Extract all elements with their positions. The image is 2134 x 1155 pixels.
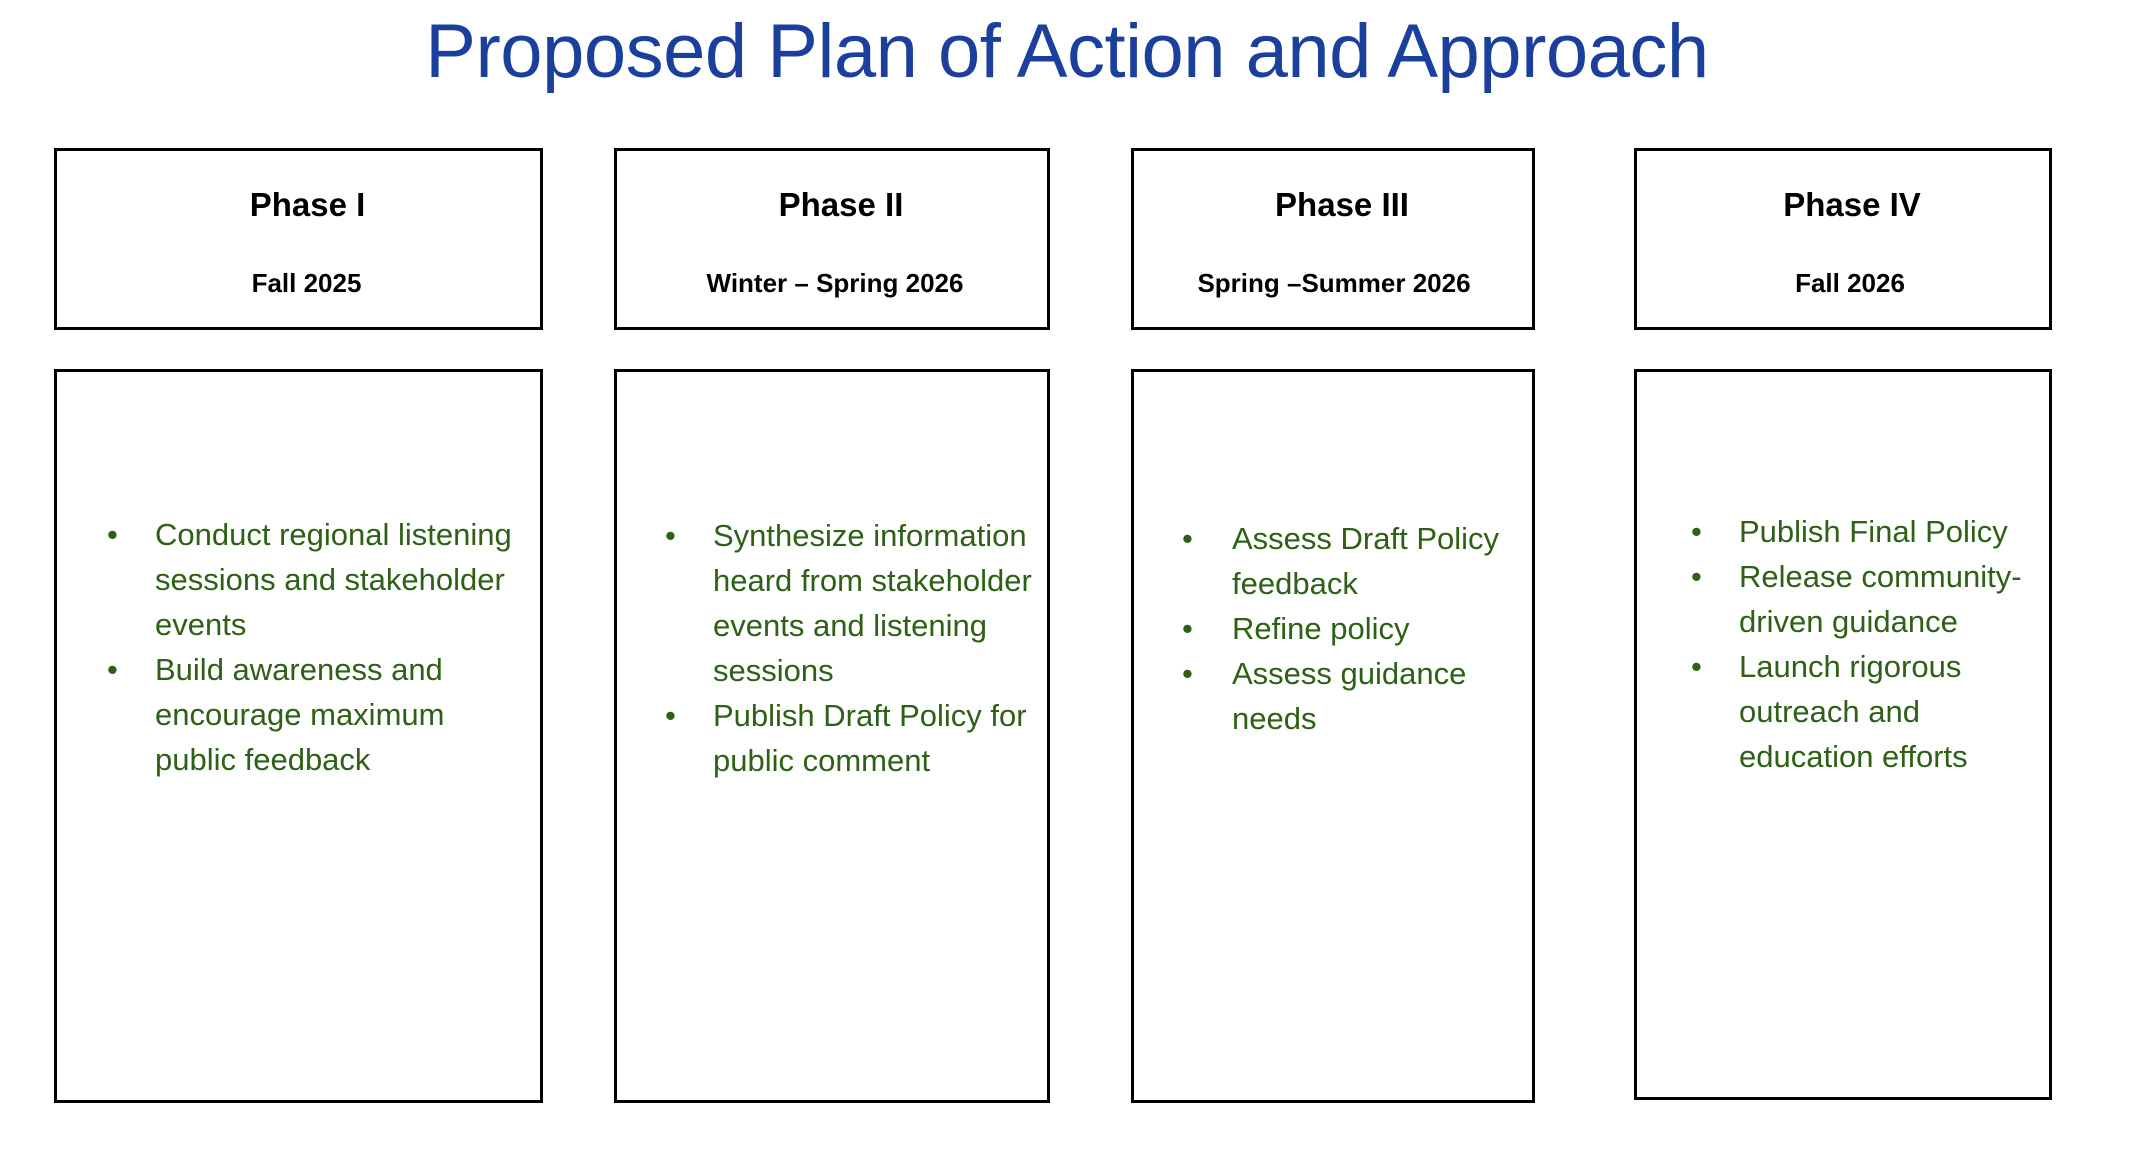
bullet-icon: • [1691, 649, 1702, 684]
phase-name-2: Phase II [778, 186, 904, 223]
bullet-icon: • [1182, 611, 1193, 646]
bullet-icon: • [665, 518, 676, 553]
list-item: • Publish Draft Policy for public commen… [623, 693, 1033, 783]
list-item-text: Assess Draft Policy feedback [1232, 521, 1500, 601]
phase-date-1: Fall 2025 [251, 268, 362, 298]
list-item-text: Release community-driven guidance [1739, 559, 2022, 639]
phase-bullet-list-2: • Synthesize information heard from stak… [617, 513, 1047, 783]
bullet-icon: • [1691, 514, 1702, 549]
list-item: • Assess guidance needs [1140, 651, 1518, 741]
list-item: • Refine policy [1140, 606, 1518, 651]
phase-body-box-4: • Publish Final Policy • Release communi… [1634, 369, 2052, 1100]
bullet-icon: • [1182, 656, 1193, 691]
phase-column-1: Phase I Fall 2025 • Conduct regional lis… [54, 0, 543, 1155]
list-item-text: Publish Draft Policy for public comment [713, 698, 1027, 778]
list-item-text: Build awareness and encourage maximum pu… [155, 652, 445, 777]
phase-bullet-list-3: • Assess Draft Policy feedback • Refine … [1134, 516, 1532, 741]
phase-column-3: Phase III Spring –Summer 2026 • Assess D… [1131, 0, 1535, 1155]
list-item: • Assess Draft Policy feedback [1140, 516, 1518, 606]
phase-column-2: Phase II Winter – Spring 2026 • Synthesi… [614, 0, 1050, 1155]
phase-date-2: Winter – Spring 2026 [706, 268, 964, 298]
list-item-text: Publish Final Policy [1739, 514, 2008, 549]
list-item: • Synthesize information heard from stak… [623, 513, 1033, 693]
list-item: • Launch rigorous outreach and education… [1649, 644, 2035, 779]
bullet-icon: • [1691, 559, 1702, 594]
phase-body-box-3: • Assess Draft Policy feedback • Refine … [1131, 369, 1535, 1103]
phase-header-box-2: Phase II Winter – Spring 2026 [614, 148, 1050, 330]
list-item-text: Conduct regional listening sessions and … [155, 517, 512, 642]
phase-date-3: Spring –Summer 2026 [1197, 268, 1471, 298]
phase-name-3: Phase III [1275, 186, 1409, 223]
phase-header-box-4: Phase IV Fall 2026 [1634, 148, 2052, 330]
list-item: • Publish Final Policy [1649, 509, 2035, 554]
phase-column-4: Phase IV Fall 2026 • Publish Final Polic… [1634, 0, 2052, 1155]
phase-name-1: Phase I [249, 186, 366, 223]
phase-bullet-list-1: • Conduct regional listening sessions an… [57, 512, 540, 782]
bullet-icon: • [107, 517, 118, 552]
phase-header-box-3: Phase III Spring –Summer 2026 [1131, 148, 1535, 330]
phase-bullet-list-4: • Publish Final Policy • Release communi… [1637, 509, 2049, 779]
phase-header-box-1: Phase I Fall 2025 [54, 148, 543, 330]
phase-date-4: Fall 2026 [1795, 268, 1905, 298]
phase-name-4: Phase IV [1783, 186, 1921, 223]
list-item: • Build awareness and encourage maximum … [65, 647, 522, 782]
list-item: • Release community-driven guidance [1649, 554, 2035, 644]
page-title: Proposed Plan of Action and Approach [425, 9, 1709, 94]
list-item-text: Refine policy [1232, 611, 1410, 646]
bullet-icon: • [1182, 521, 1193, 556]
list-item-text: Assess guidance needs [1232, 656, 1467, 736]
phase-body-box-2: • Synthesize information heard from stak… [614, 369, 1050, 1103]
bullet-icon: • [107, 652, 118, 687]
list-item-text: Launch rigorous outreach and education e… [1739, 649, 1968, 774]
phase-body-box-1: • Conduct regional listening sessions an… [54, 369, 543, 1103]
list-item: • Conduct regional listening sessions an… [65, 512, 522, 647]
list-item-text: Synthesize information heard from stakeh… [713, 518, 1032, 688]
bullet-icon: • [665, 698, 676, 733]
